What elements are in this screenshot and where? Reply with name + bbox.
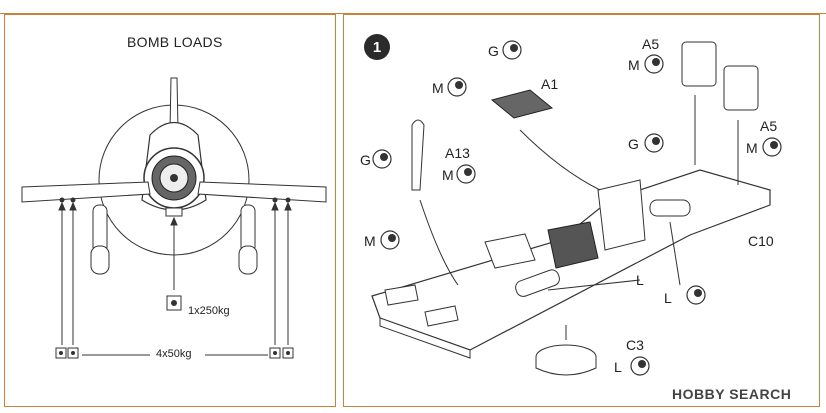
paint-code-g-mid: G <box>628 136 639 152</box>
paint-code-m-a5-top: M <box>628 57 640 73</box>
paint-code-m-a5-right: M <box>746 140 758 156</box>
paint-code-g1: G <box>488 43 499 59</box>
bomb-loads-title: BOMB LOADS <box>127 34 223 50</box>
paint-code-l2: L <box>664 290 672 306</box>
part-a5-right-label: A5 <box>760 118 778 134</box>
paint-code-l1: L <box>636 272 644 288</box>
top-border <box>0 0 826 14</box>
part-a13-label: A13 <box>445 145 470 161</box>
paint-code-g-a13: G <box>360 152 371 168</box>
paint-code-m1: M <box>432 80 444 96</box>
step-number-badge: 1 <box>364 34 390 60</box>
paint-code-l-c3: L <box>614 359 622 375</box>
part-a1-label: A1 <box>541 76 559 92</box>
paint-code-m-a13: M <box>442 167 454 183</box>
part-c10-label: C10 <box>748 233 774 249</box>
part-c3-label: C3 <box>626 337 644 353</box>
wing-bomb-load: 4x50kg <box>156 348 192 360</box>
part-a5-top-label: A5 <box>642 36 660 52</box>
center-bomb-load: 1x250kg <box>188 305 230 317</box>
paint-code-m-left: M <box>364 233 376 249</box>
watermark-text: HOBBY SEARCH <box>672 386 792 402</box>
